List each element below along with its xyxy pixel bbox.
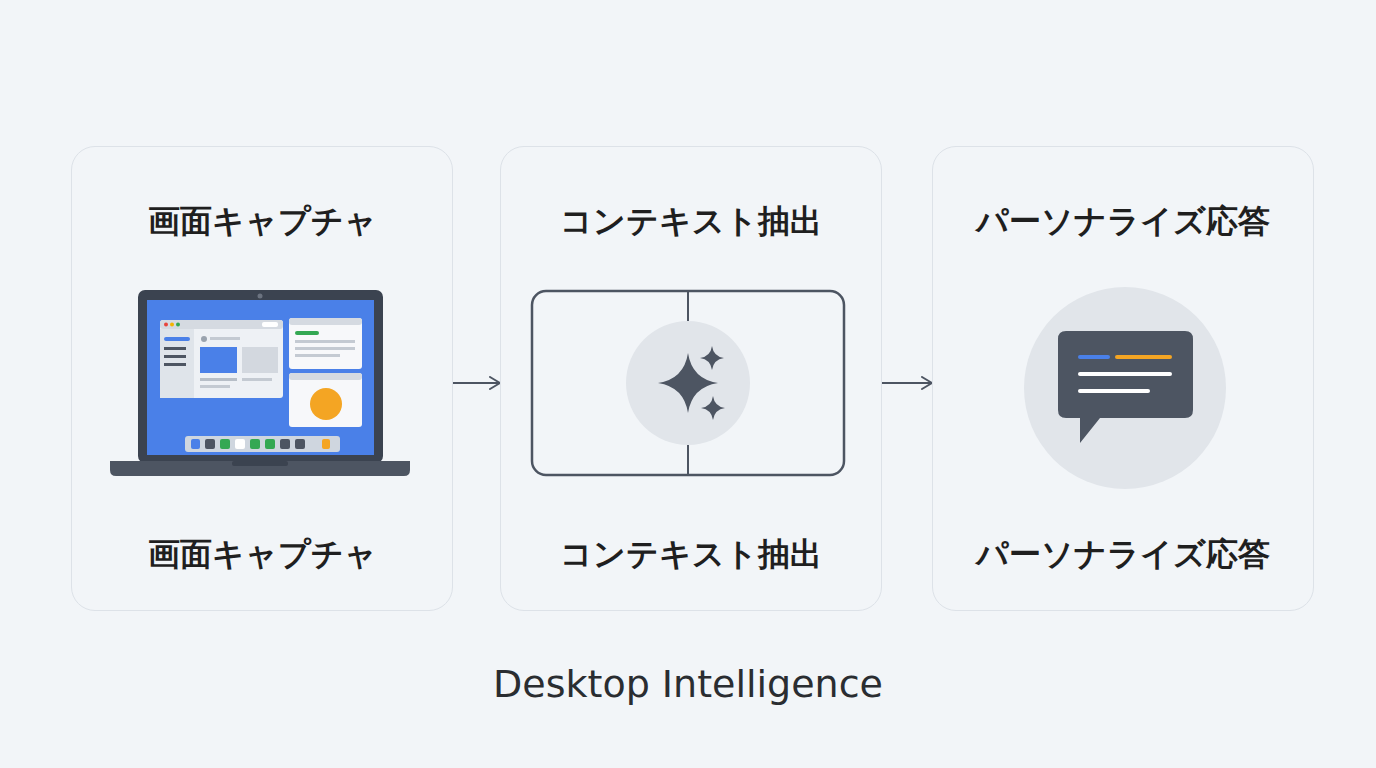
media-window (289, 373, 362, 427)
chat-line (1117, 355, 1170, 359)
dock-icon (280, 439, 290, 449)
text-line (295, 340, 355, 343)
text-line (295, 331, 319, 335)
laptop-icon (110, 290, 410, 476)
image-tile (200, 347, 237, 373)
response-icon (1024, 287, 1226, 489)
media-circle (310, 388, 342, 420)
image-tile (242, 347, 278, 373)
step-label: 画面キャプチャ (72, 202, 452, 240)
dock-icon (191, 439, 200, 449)
window-titlebar (289, 373, 362, 380)
sidebar-item (164, 355, 186, 358)
dock-icon (220, 439, 230, 449)
window-titlebar (289, 318, 362, 325)
chat-line (1080, 389, 1148, 393)
text-line (200, 385, 230, 388)
sparkle-disc (626, 321, 750, 445)
chat-line (1080, 372, 1170, 376)
text-line (200, 378, 237, 381)
sparkle-star (701, 396, 725, 420)
app-window (160, 320, 283, 398)
window-dot (164, 323, 168, 327)
text-line (210, 337, 240, 340)
dock-icon (250, 439, 260, 449)
laptop-base (110, 461, 410, 476)
dock-icon (322, 439, 330, 449)
sparkle-star (700, 346, 724, 370)
text-line (242, 378, 272, 381)
chat-bubble (1058, 331, 1193, 443)
window-titlebar (160, 320, 283, 329)
avatar-dot (201, 336, 207, 342)
step-label: コンテキスト抽出 (501, 202, 881, 240)
laptop-notch (232, 461, 288, 466)
extraction-icon (532, 291, 844, 475)
dock (185, 436, 340, 452)
dock-icon (235, 439, 245, 449)
sidebar-item (164, 347, 186, 350)
text-line (295, 354, 340, 357)
flow-arrow (453, 382, 500, 384)
laptop-bezel (138, 290, 383, 463)
dock-icon (295, 439, 305, 449)
window-dot (176, 323, 180, 327)
chat-disc (1024, 287, 1226, 489)
dock-icon (265, 439, 275, 449)
window-dot (170, 323, 174, 327)
window-sidebar (160, 329, 194, 398)
chat-line (1080, 355, 1108, 359)
laptop-camera (258, 294, 263, 299)
step-card: 画面キャプチャ画面キャプチャ (71, 146, 453, 611)
step-card: コンテキスト抽出コンテキスト抽出 (500, 146, 882, 611)
panel-outline (532, 291, 844, 475)
step-card: パーソナライズ応答パーソナライズ応答 (932, 146, 1314, 611)
note-window (289, 318, 362, 369)
text-line (295, 347, 355, 350)
dock-icon (205, 439, 215, 449)
step-label: パーソナライズ応答 (933, 202, 1313, 240)
step-label: 画面キャプチャ (72, 535, 452, 573)
laptop-screen (147, 300, 374, 455)
step-label: コンテキスト抽出 (501, 535, 881, 573)
sidebar-item (164, 337, 190, 341)
flow-arrow (882, 382, 932, 384)
diagram-caption: Desktop Intelligence (0, 662, 1376, 708)
sidebar-item (164, 363, 186, 366)
step-label: パーソナライズ応答 (933, 535, 1313, 573)
window-control (262, 322, 278, 327)
